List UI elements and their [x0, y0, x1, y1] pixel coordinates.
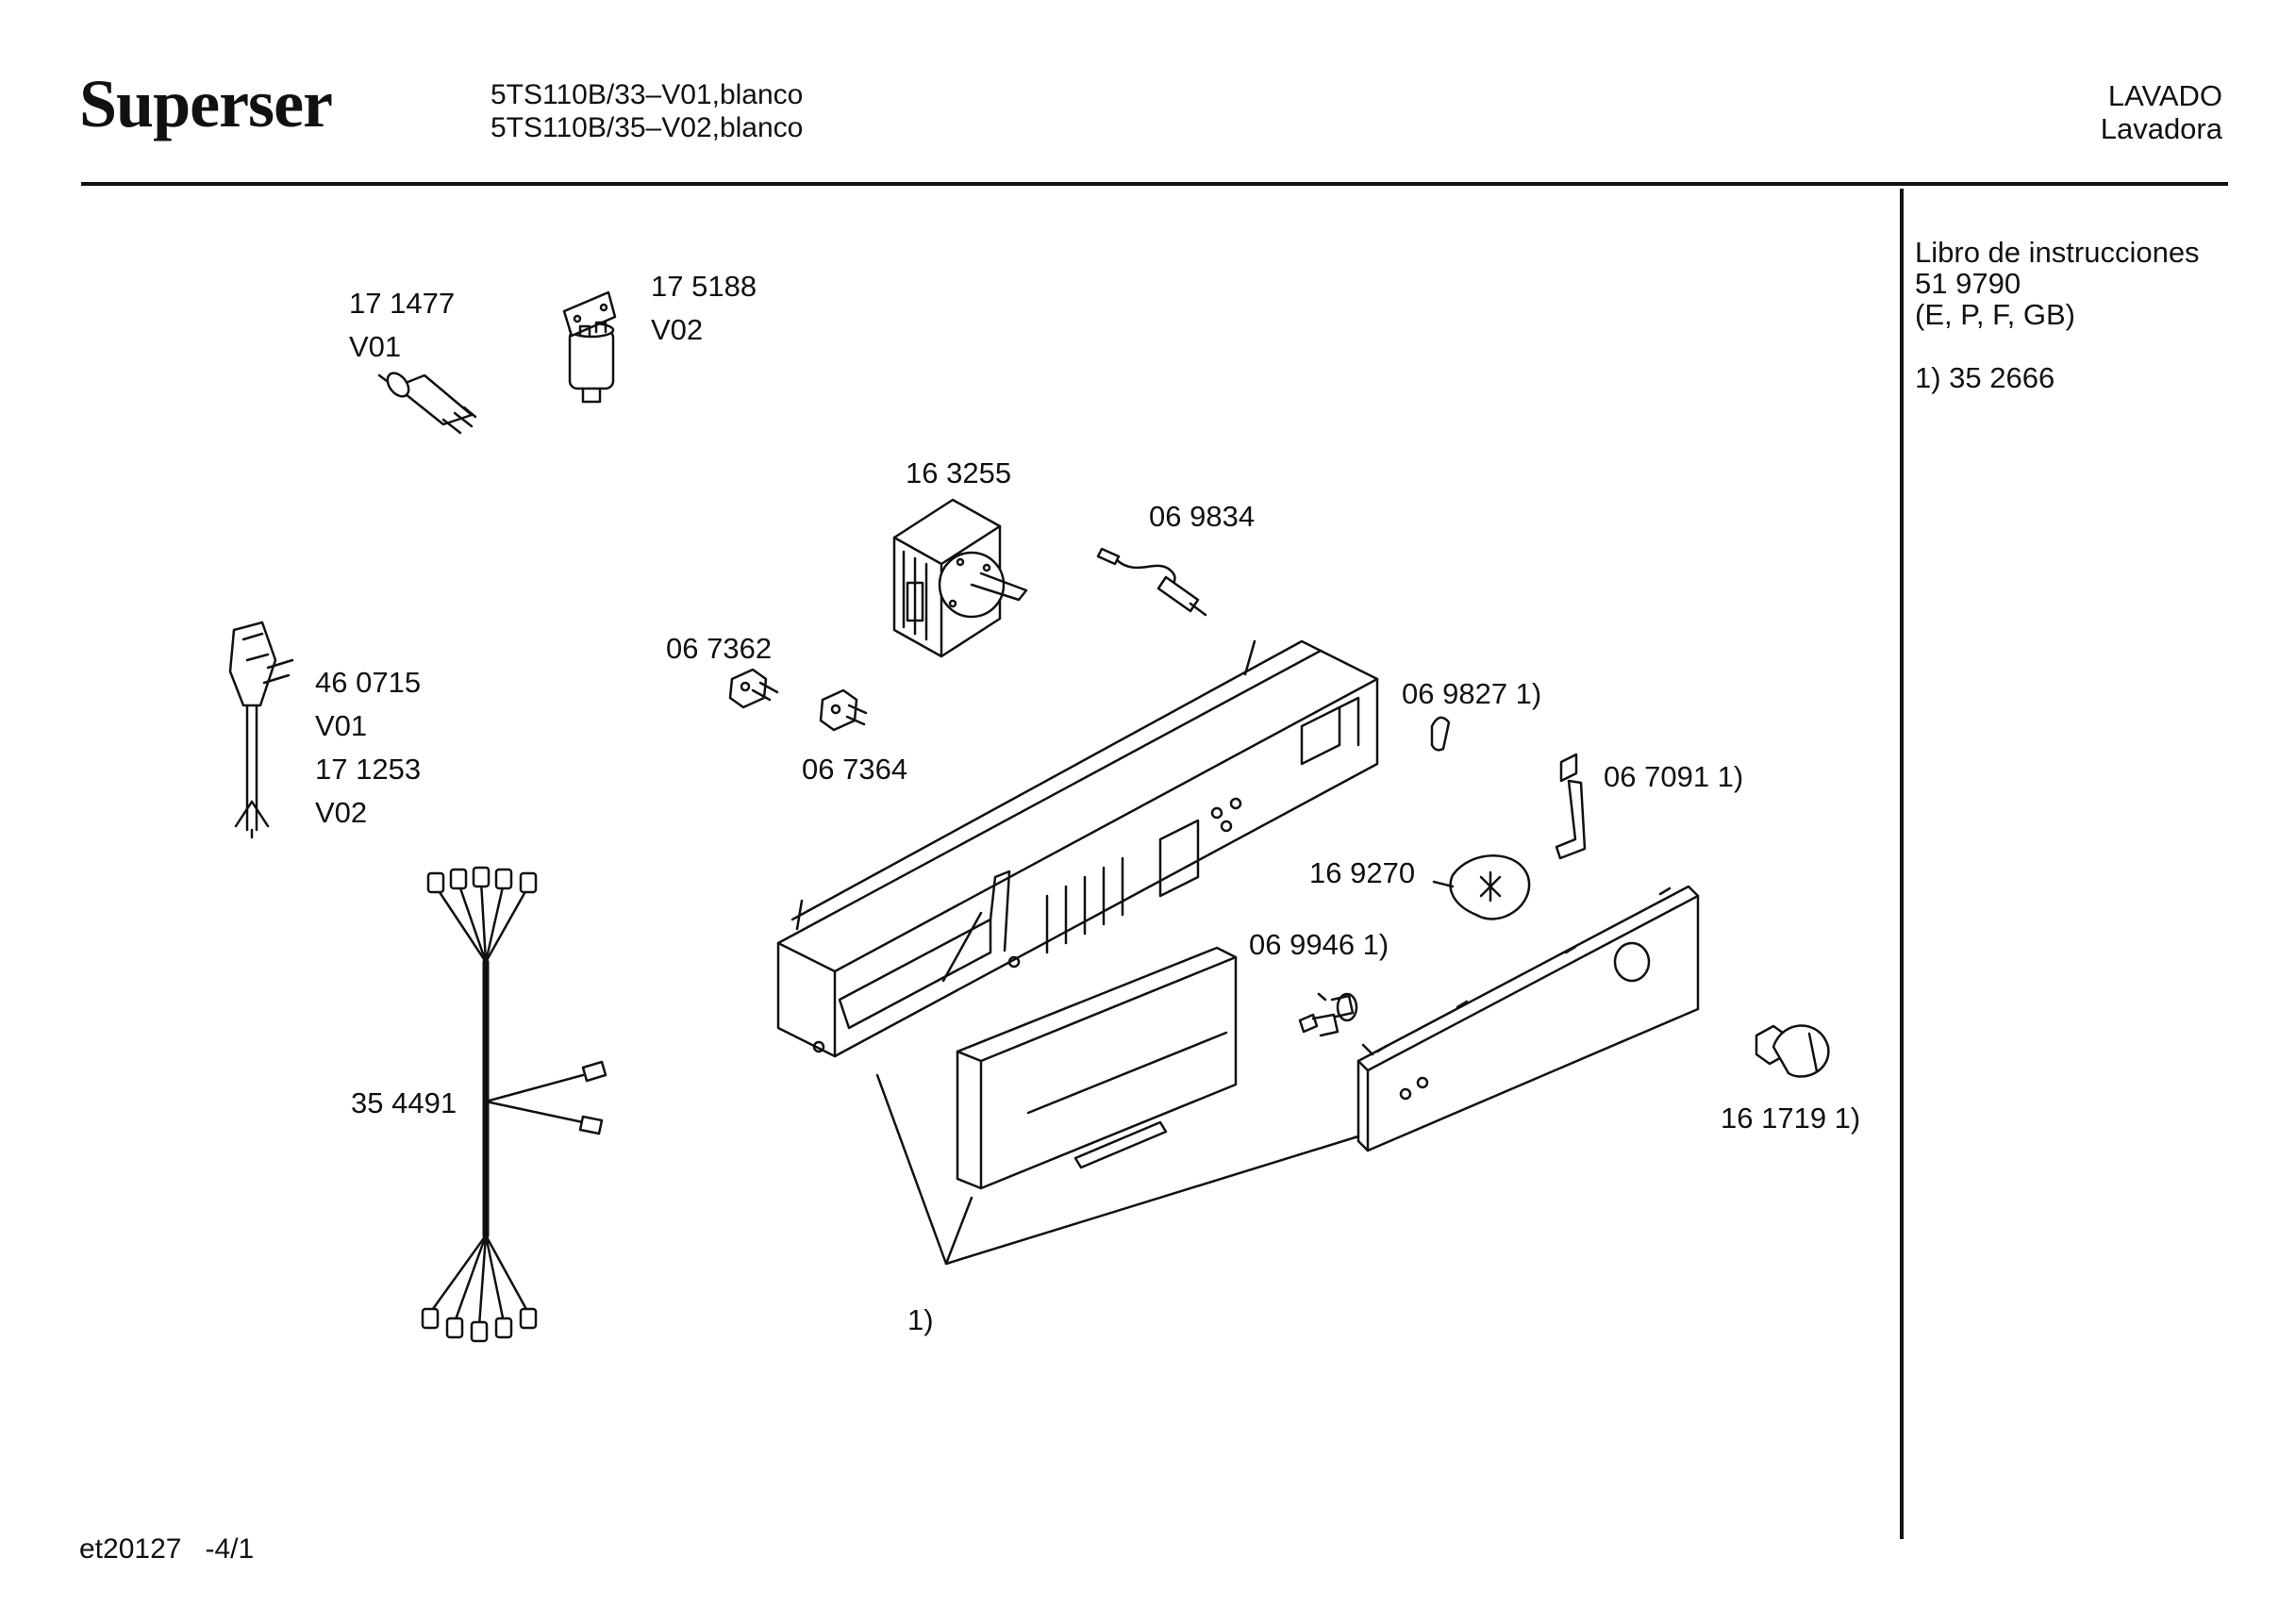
leader-lines: [877, 882, 1453, 1264]
part-label-067362: 06 7362: [666, 632, 773, 665]
part-control-panel-frame: [778, 641, 1377, 1056]
part-069946-button: [1300, 994, 1356, 1035]
part-069834-sensor: [1098, 549, 1206, 615]
sidebar-divider: [1900, 189, 1904, 1539]
part-069827-cap: [1432, 718, 1449, 750]
variant-label-175188: V02: [651, 313, 704, 346]
document-footer: et20127 -4/1: [79, 1533, 254, 1566]
manual-languages: (E, P, F, GB): [1915, 298, 2075, 331]
document-id: et20127: [79, 1533, 182, 1565]
part-label-163255: 16 3255: [906, 456, 1012, 489]
part-161719-knob: [1756, 1026, 1828, 1077]
part-169270-dial: [1451, 855, 1529, 919]
part-label-067091: 06 7091 1): [1604, 760, 1744, 793]
part-label-460715: 46 0715: [315, 666, 422, 699]
part-label-069834: 06 9834: [1149, 500, 1256, 533]
variant-label-460715: V01: [315, 709, 368, 742]
part-label-175188: 17 5188: [651, 270, 757, 303]
model-line-1: 5TS110B/33–V01,blanco: [491, 79, 804, 110]
part-label-354491: 35 4491: [351, 1086, 458, 1119]
part-067091-bracket: [1556, 754, 1585, 858]
category-subtitle: Lavadora: [2100, 112, 2222, 145]
header-divider: [81, 182, 2228, 186]
footnote-marker: 1): [907, 1303, 934, 1336]
part-front-fascia: [1358, 886, 1698, 1151]
part-067364-switch: [821, 690, 866, 730]
brand-logo: Superser: [79, 66, 333, 141]
part-label-169270: 16 9270: [1309, 856, 1416, 889]
footnote-reference: 1) 35 2666: [1915, 361, 2055, 394]
part-175188-suppressor: [564, 292, 615, 402]
part-dispenser-drawer: [957, 948, 1236, 1188]
manual-label: Libro de instrucciones: [1915, 236, 2200, 269]
part-label-069946: 06 9946 1): [1249, 928, 1389, 961]
part-label-171253: 17 1253: [315, 753, 422, 786]
variant-label-171477: V01: [349, 330, 402, 363]
part-label-067364: 06 7364: [802, 753, 908, 786]
model-line-2: 5TS110B/35–V02,blanco: [491, 112, 804, 143]
part-163255-programmer: [894, 500, 1026, 656]
part-171477-suppressor: [379, 369, 475, 433]
part-460715-mains-cable: [230, 622, 292, 837]
part-label-161719: 16 1719 1): [1721, 1102, 1861, 1135]
variant-label-171253: V02: [315, 796, 368, 829]
part-label-171477: 17 1477: [349, 287, 456, 320]
manual-number: 51 9790: [1915, 267, 2021, 300]
part-label-069827: 06 9827 1): [1402, 677, 1542, 710]
part-354491-wiring-harness: [423, 868, 606, 1341]
category-title: LAVADO: [2107, 79, 2222, 112]
page-number: -4/1: [205, 1533, 255, 1565]
part-067362-switch: [730, 670, 777, 707]
